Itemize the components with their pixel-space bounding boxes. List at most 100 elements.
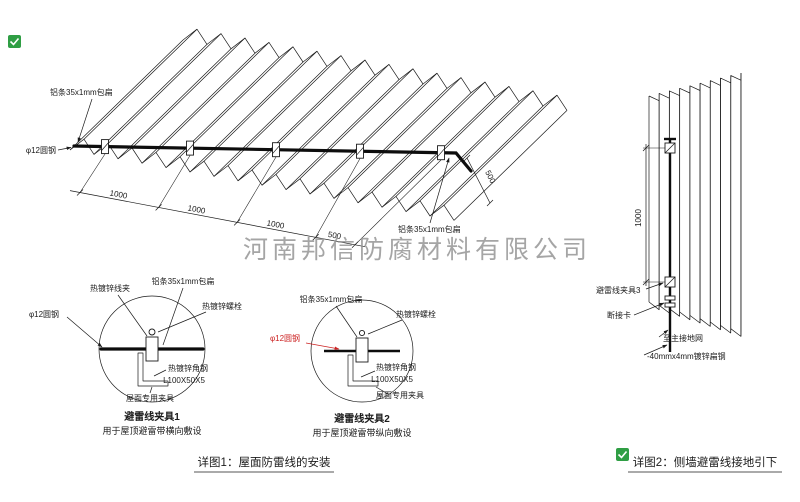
leader-line	[149, 386, 153, 394]
wire-clamp	[664, 276, 676, 288]
detail2-subtitle: 用于屋顶避雷带纵向敷设	[312, 427, 411, 438]
leader-line	[643, 344, 668, 356]
corrugation-line	[443, 94, 558, 206]
corrugation-line	[131, 37, 246, 149]
roof-round-steel-label: φ12圆钢	[26, 145, 56, 155]
leader-line-red	[305, 342, 340, 350]
corrugation-line	[203, 50, 318, 162]
corrugation-line	[141, 52, 256, 164]
corrugation-line	[155, 42, 270, 153]
dim-1000-a: 1000	[109, 188, 129, 200]
roof-dimension-chain: 1000 1000 1000 500	[69, 188, 366, 249]
detail-bubble	[98, 295, 206, 403]
angle-steel	[137, 352, 169, 387]
roof-drawing: 1000 1000 1000 500 500 铝条35x1mm包扁 φ12圆钢 …	[26, 28, 568, 249]
corrugation-line	[93, 44, 208, 155]
corrugation-line	[347, 77, 462, 188]
corrugation-line	[251, 59, 366, 171]
leader-line	[66, 316, 103, 348]
caption-detail-1: 详图1：屋面防雷线的安装	[194, 455, 334, 473]
watermark: 河南邦信防腐材料有限公司	[243, 236, 591, 264]
leader-line	[335, 305, 358, 338]
wall-dim-1000: 1000	[634, 209, 643, 227]
corrugation-line	[419, 90, 534, 202]
wall-corrugated-sheet	[648, 72, 742, 337]
corrugation-line	[179, 46, 294, 158]
caption-detail2-text: 详图2：侧墙避雷线接地引下	[633, 455, 777, 469]
green-stamp-icon	[616, 448, 629, 461]
corrugation-line	[237, 70, 352, 182]
detail2-roof-clamp-label: 屋面专用夹具	[376, 390, 424, 400]
wire-clamp	[101, 139, 109, 155]
clamp-body	[355, 337, 369, 363]
detail2-strip-label: 铝条35x1mm包扁	[300, 294, 363, 304]
detail2-round-steel-label: φ12圆钢	[270, 333, 300, 343]
wire-clamp	[437, 145, 445, 161]
wall-flat-steel-label: -40mmx4mm镀锌扁钢	[647, 351, 726, 361]
corrugation-line	[357, 92, 472, 204]
leader-line	[429, 157, 450, 224]
detail1-round-steel-label: φ12圆钢	[29, 309, 59, 319]
roof-strip-label-top: 铝条35x1mm包扁	[50, 87, 113, 97]
wall-break-card-label: 断接卡	[607, 310, 631, 320]
corrugation-line	[395, 86, 510, 197]
detail-circle-1: 热镀锌线夹 铝条35x1mm包扁 热镀锌螺栓 φ12圆钢 热镀锌角钢 L100X…	[29, 276, 242, 436]
wire-clamp	[186, 140, 194, 156]
leader-line	[153, 369, 167, 377]
corrugation-line	[323, 72, 438, 184]
corrugation-line	[405, 101, 520, 212]
detail1-angle-steel-label: 热镀锌角钢	[168, 363, 208, 373]
corrugation-line	[275, 64, 390, 175]
corrugation-line	[371, 81, 486, 193]
leader-line	[162, 287, 184, 346]
detail-bubble	[310, 299, 414, 403]
corrugation-line	[453, 110, 568, 221]
caption-detail-2: 详图2：侧墙避雷线接地引下	[628, 455, 782, 473]
wall-dimension: 1000	[634, 144, 665, 286]
leader-line	[117, 294, 148, 337]
dim-1000-b: 1000	[187, 203, 207, 215]
dimension-extension-lines	[79, 153, 442, 245]
detail1-bolt-label: 热镀锌螺栓	[202, 301, 242, 311]
caption-detail1-text: 详图1：屋面防雷线的安装	[198, 455, 331, 469]
corrugation-line	[189, 61, 304, 173]
detail-circle-2: 铝条35x1mm包扁 热镀锌螺栓 φ12圆钢 热镀锌角钢 L100X50X5 屋…	[270, 294, 436, 438]
leader-line	[157, 311, 207, 333]
corrugation-line	[213, 66, 328, 177]
leader-line	[645, 282, 664, 290]
detail2-angle-spec-label: L100X50X5	[371, 375, 413, 384]
wall-to-ground-label: 至主接地网	[663, 333, 703, 343]
corrugation-profile	[648, 301, 742, 337]
corrugation-line	[261, 74, 376, 186]
corrugation-line	[69, 39, 184, 151]
corrugation-profile	[648, 72, 742, 102]
detail1-clamp-label: 热镀锌线夹	[90, 283, 130, 293]
bolt-head	[358, 329, 366, 337]
detail2-bolt-label: 热镀锌螺栓	[396, 309, 436, 319]
leader-line	[375, 386, 389, 395]
wire-clamp	[272, 142, 280, 158]
wall-clamp3-label: 避雷线夹具3	[596, 285, 641, 295]
bolt-head	[148, 328, 156, 336]
wire-clamp	[356, 143, 364, 159]
leader-line	[57, 146, 72, 151]
dim-500: 500	[327, 230, 342, 241]
angle-steel	[347, 354, 379, 387]
corrugation-line	[165, 57, 280, 168]
green-stamp-icon	[8, 35, 21, 48]
corrugation-line	[429, 105, 544, 217]
leader-line	[77, 98, 93, 143]
detail1-strip-label: 铝条35x1mm包扁	[152, 276, 215, 286]
detail2-title: 避雷线夹具2	[333, 412, 390, 425]
dim-right-500: 500	[483, 169, 497, 185]
corrugation-line	[285, 79, 400, 190]
leader-line	[367, 319, 403, 335]
corrugation-line	[227, 55, 342, 166]
corrugation-line	[333, 88, 448, 199]
detail1-title: 避雷线夹具1	[123, 410, 180, 423]
corrugation-line	[117, 48, 232, 160]
detail1-subtitle: 用于屋顶避雷带横向敷设	[102, 425, 201, 436]
leader-line	[633, 302, 665, 316]
leader-line	[360, 370, 376, 378]
